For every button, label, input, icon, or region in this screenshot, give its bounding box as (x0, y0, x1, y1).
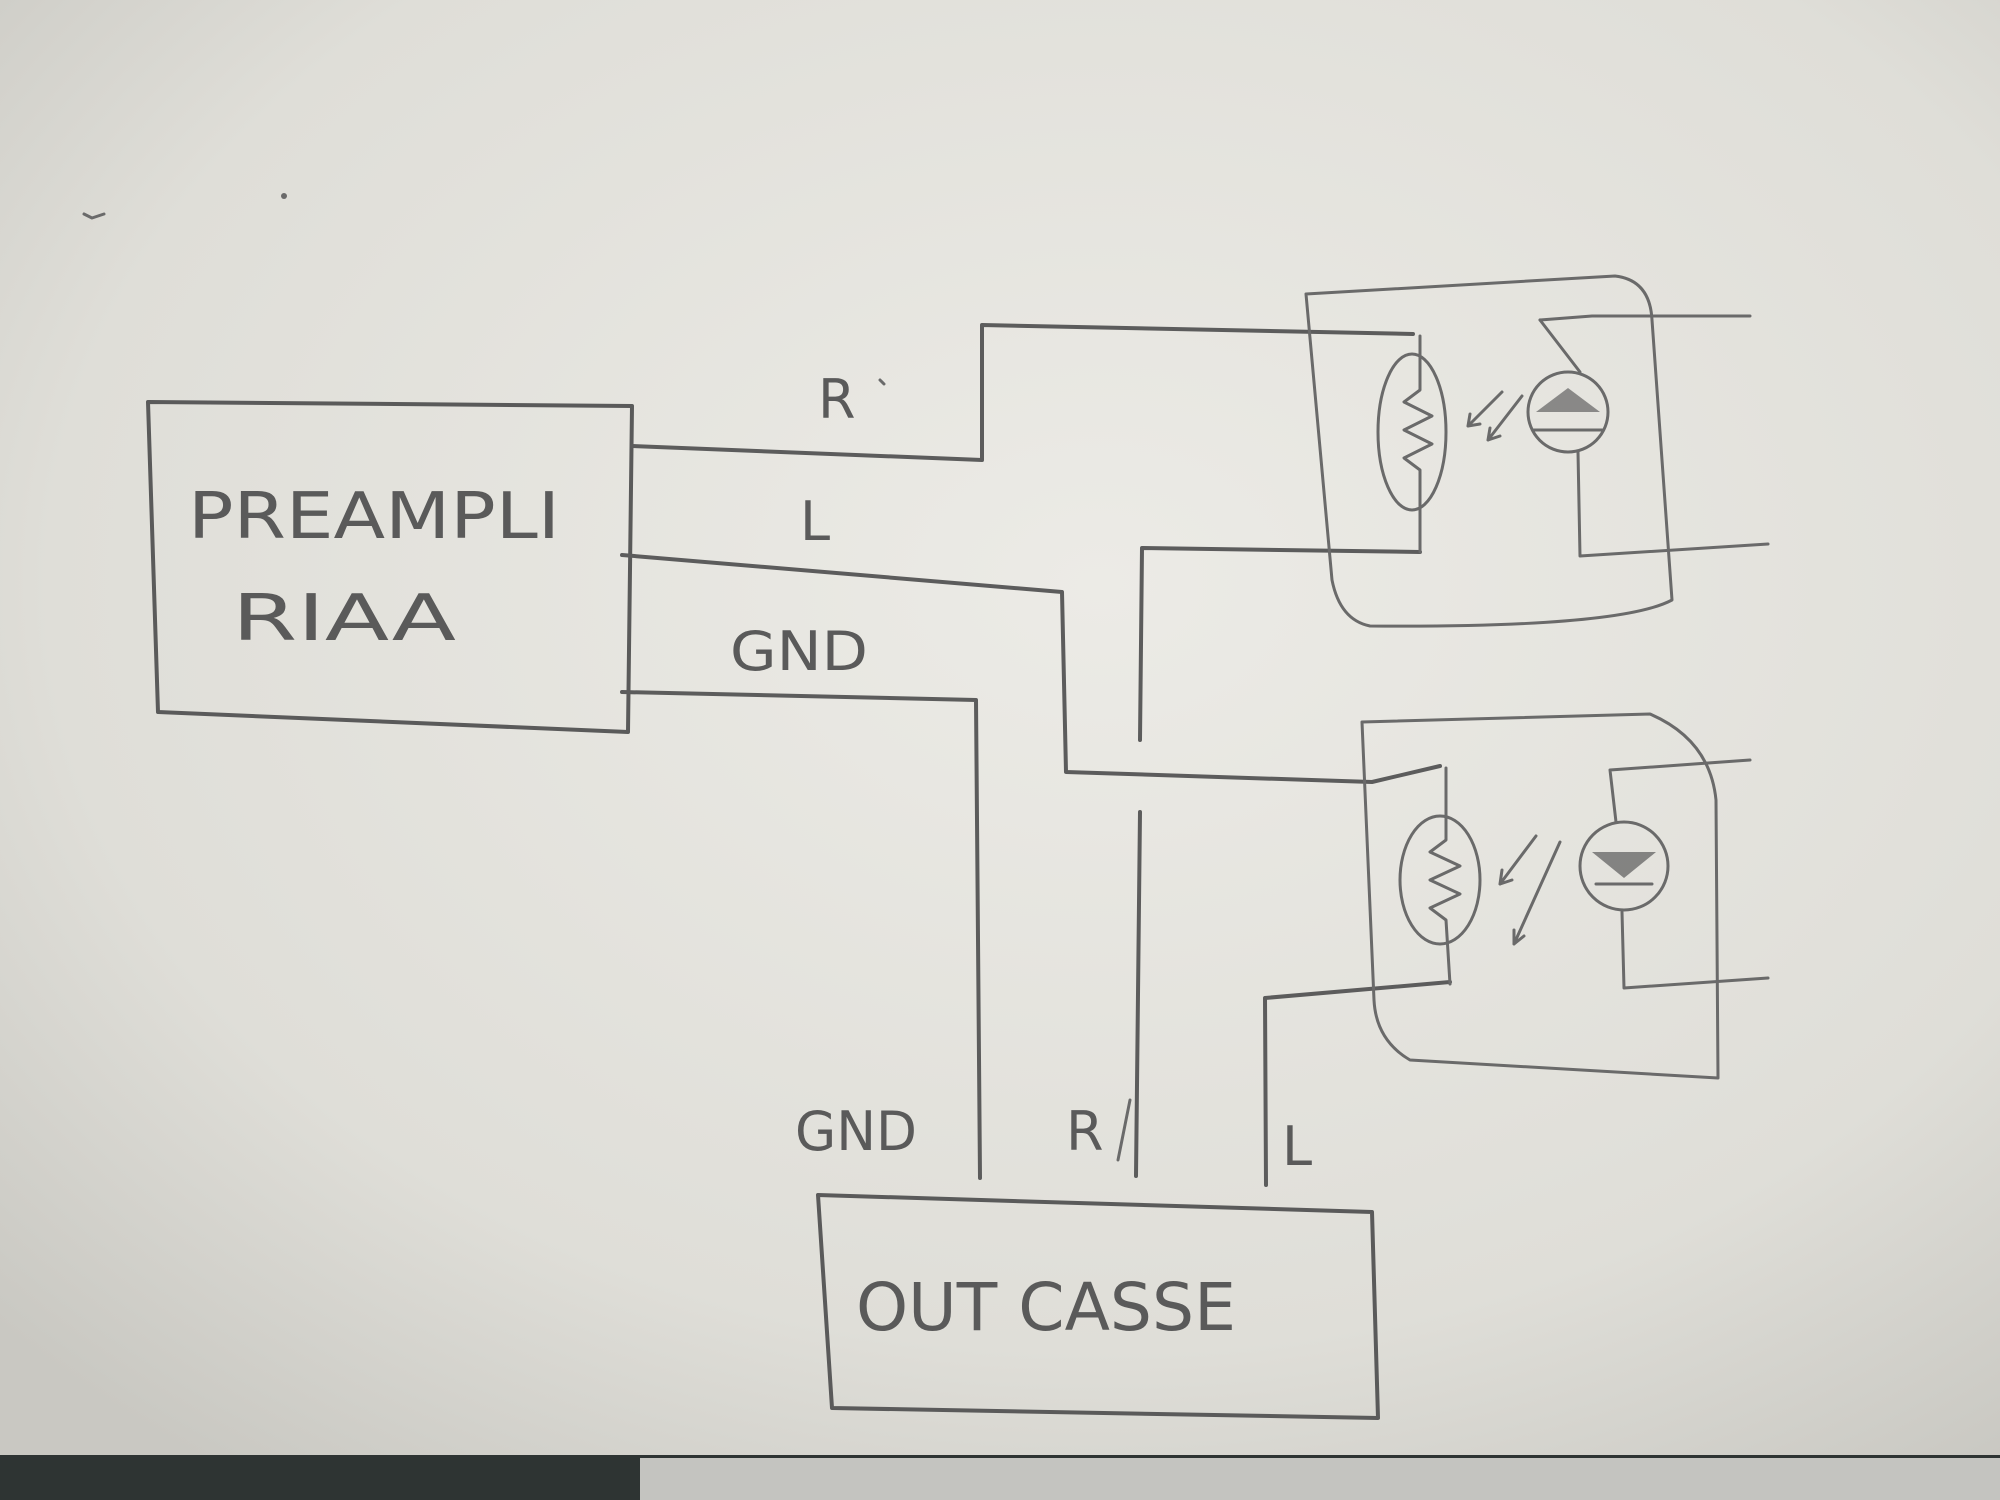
resistor-bottom-icon (1428, 766, 1462, 986)
wire-label-gnd-bottom: GND (795, 1100, 917, 1163)
wires (620, 323, 1452, 1187)
optocoupler-top (1304, 274, 1770, 628)
preamp-label-line1: PREAMPLI (188, 480, 560, 554)
light-arrows-bottom-icon (1498, 834, 1562, 946)
stray-mark-3 (878, 378, 886, 386)
led-top-icon (1526, 370, 1610, 454)
led-bottom-triangle-icon (1592, 852, 1656, 878)
wire-label-r-top: R (818, 368, 856, 431)
led-bottom-icon (1578, 820, 1670, 912)
wire-l-in (620, 553, 1442, 784)
optocoupler-bottom-outline (1360, 712, 1720, 1080)
resistor-top-icon (1402, 334, 1434, 554)
paper-sheet (0, 0, 2000, 1460)
led-bottom-lead-upper (1608, 758, 1752, 824)
preamp-label-line2: RIAA (232, 582, 456, 656)
wire-label-l-bottom: L (1282, 1115, 1312, 1178)
light-arrows-top-icon (1466, 390, 1524, 442)
output-outline (816, 1193, 1380, 1420)
output-block: OUT CASSE (816, 1193, 1380, 1420)
preamp-block: PREAMPLI RIAA (146, 400, 634, 734)
output-label: OUT CASSE (856, 1269, 1236, 1346)
led-top-lead-left (1538, 318, 1582, 374)
stray-mark-1 (82, 212, 106, 220)
wire-r-out (1138, 546, 1422, 742)
wire-r-in (630, 323, 1415, 462)
ldr-bottom-body (1398, 814, 1482, 946)
wire-gnd (620, 690, 982, 1180)
led-top-triangle-icon (1536, 388, 1600, 412)
wire-label-r-bottom: R (1066, 1100, 1104, 1163)
led-top-lead-upper (1538, 314, 1752, 322)
wire-label-l-top: L (800, 490, 830, 553)
optocoupler-bottom (1360, 712, 1770, 1080)
optocoupler-top-outline (1304, 274, 1674, 628)
wire-r-out-lower (1134, 810, 1142, 1178)
led-top-lead-lower (1576, 450, 1770, 558)
stray-mark-2 (281, 193, 287, 199)
wire-r-out-accent (1116, 1098, 1132, 1162)
wire-label-gnd-top: GND (730, 620, 868, 683)
wire-l-out (1263, 980, 1452, 1187)
preamp-outline (146, 400, 634, 734)
ldr-top-body (1376, 352, 1448, 512)
paper-underlay (640, 1458, 2000, 1500)
led-bottom-lead-lower (1620, 910, 1770, 990)
